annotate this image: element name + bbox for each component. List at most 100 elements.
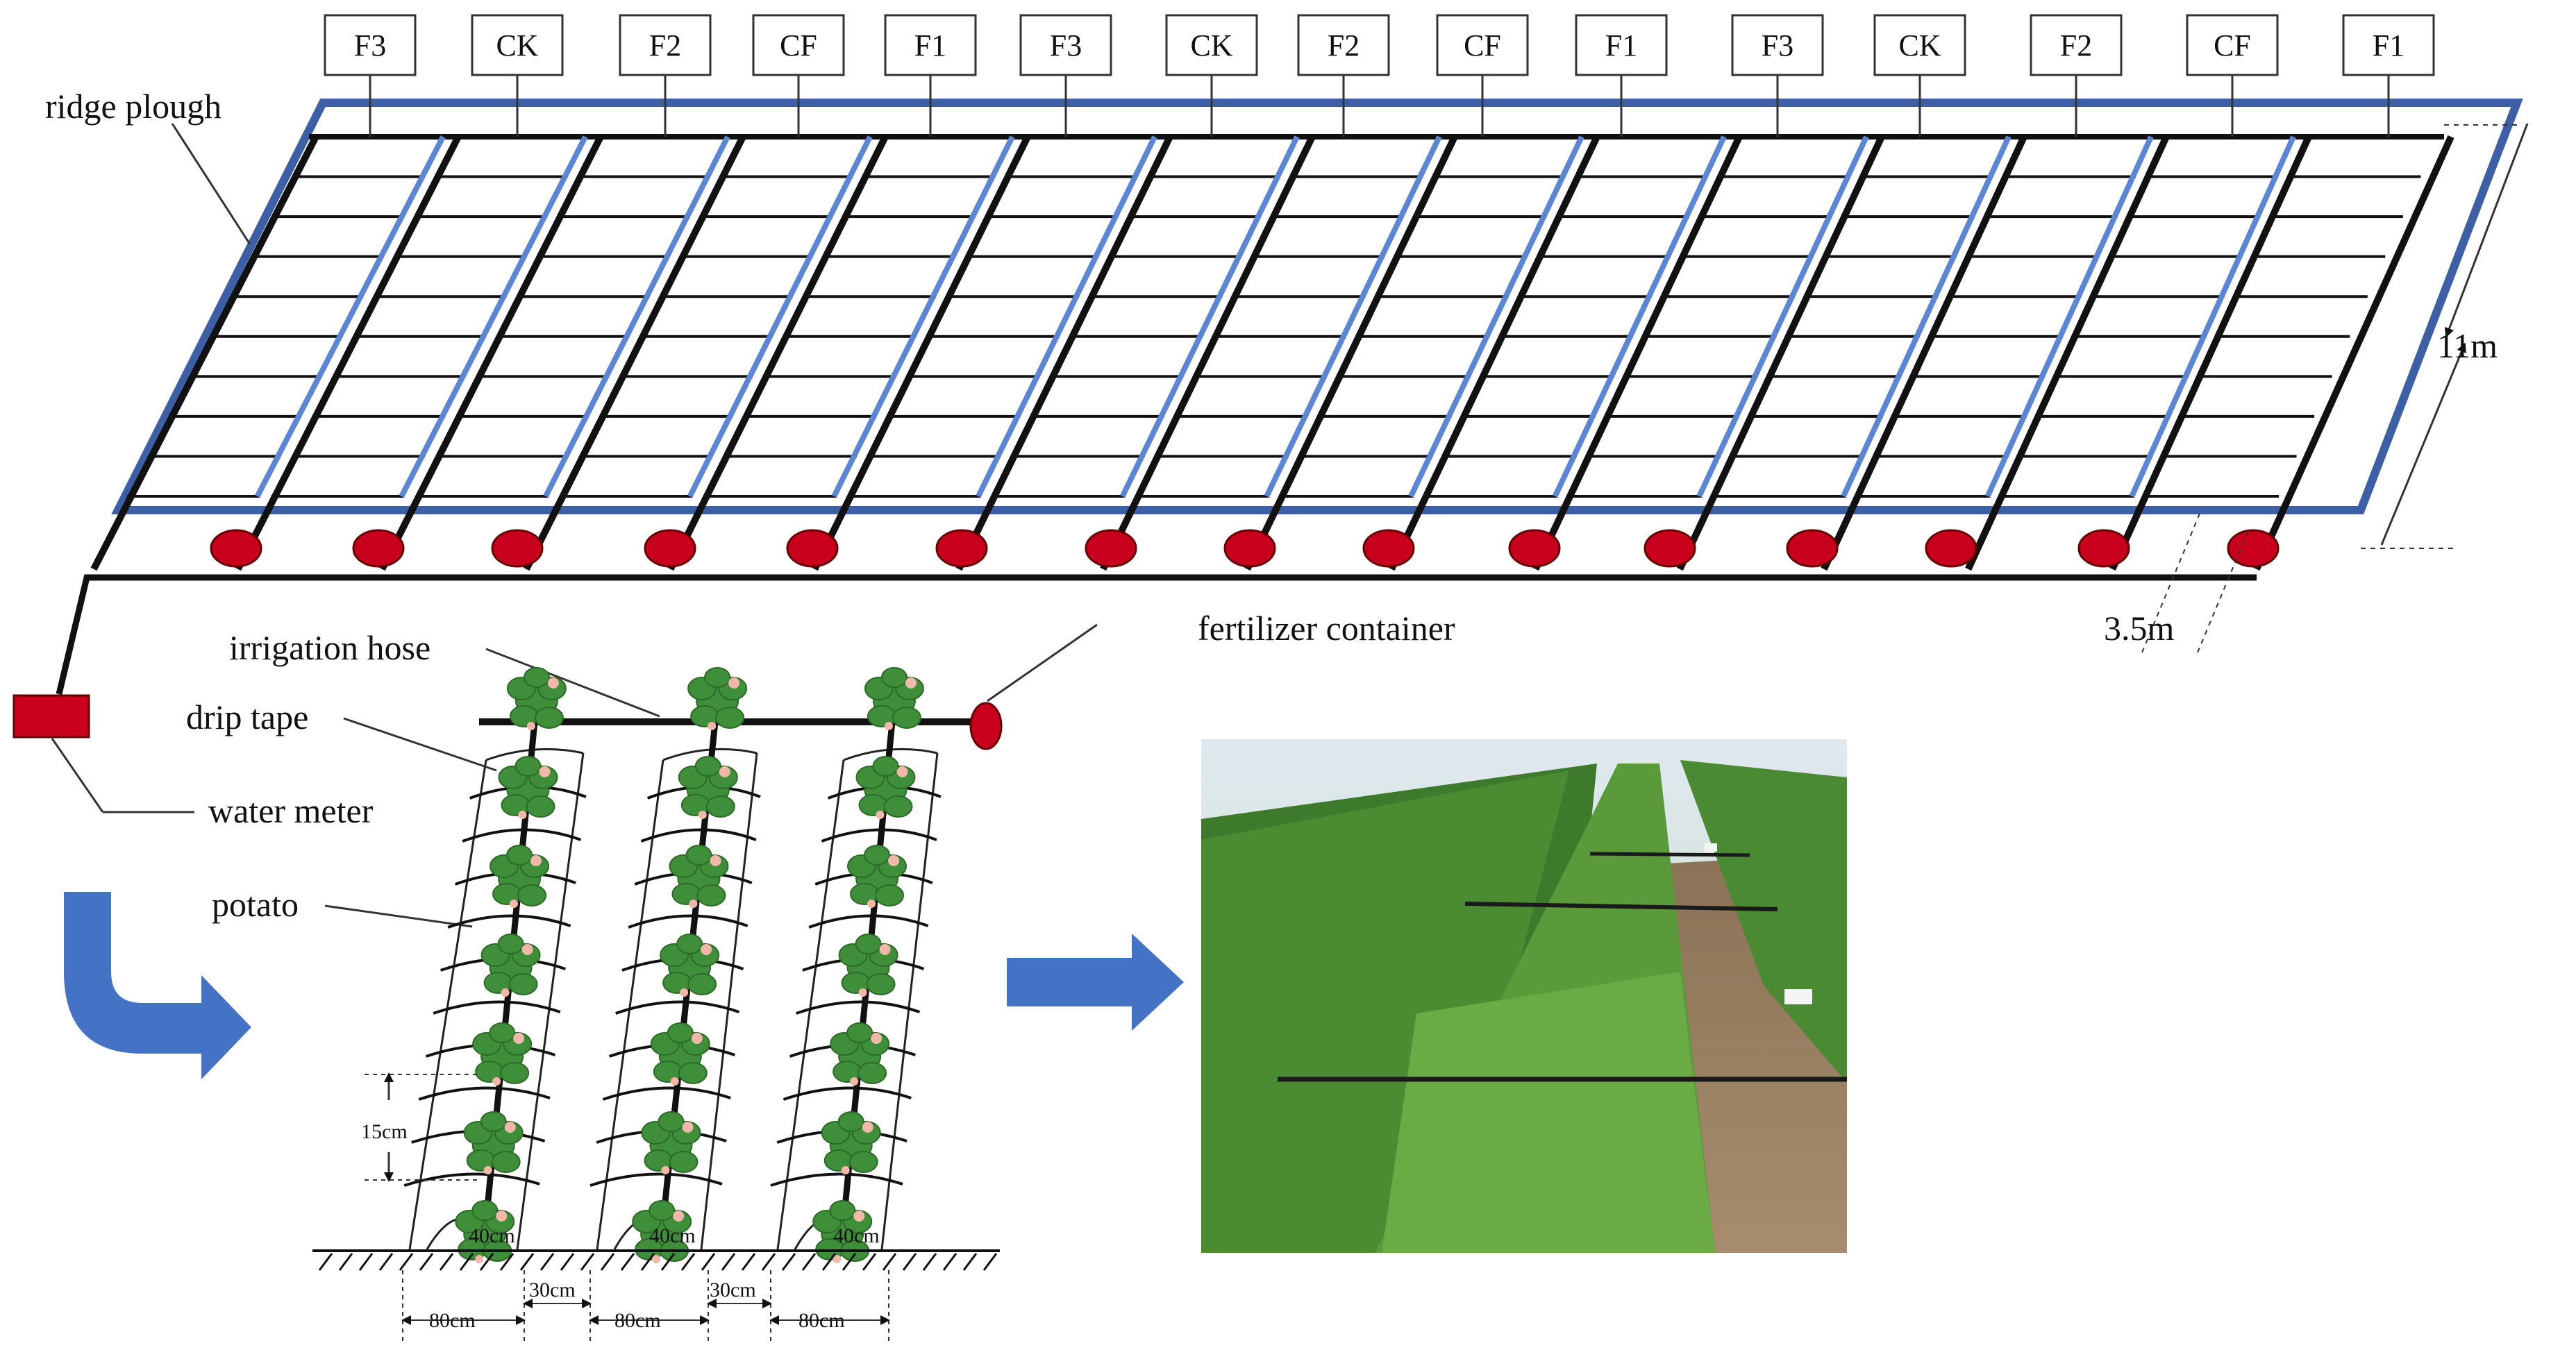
valve-icon [935,529,988,568]
treatment-box: CF [752,14,845,137]
water-meter-leader [51,738,104,813]
treatment-label: F1 [2373,28,2404,62]
ridge-line [2129,135,2296,498]
treatment-box: CK [1873,14,1966,137]
treatment-label: CF [2214,28,2251,62]
drip-line [1100,135,1316,571]
potato-plant-icon [864,667,924,730]
ridge-line [1841,135,2012,498]
drip-line [235,135,462,571]
valve-icon [786,529,839,568]
treatment-label: CK [1898,28,1941,62]
valves [210,529,2280,568]
furrow-width-label: 30cm [529,1279,576,1301]
length-dimension: 11m [2361,123,2529,549]
valve-icon [1786,529,1839,568]
valve-icon [2227,529,2280,568]
ridge-cross-section: fertilizer container irrigation hose dri… [51,609,1455,1343]
valve-icon [2077,529,2130,568]
treatment-label: CF [780,28,817,62]
ridge-width-label: 80cm [429,1309,476,1332]
drip-line [955,135,1173,571]
potato-plant-icon [830,1022,890,1086]
ridge-line [1696,135,1869,498]
treatment-box: F1 [884,14,977,137]
potato-plant-icon [838,934,898,997]
potato-plant-icon [463,1111,524,1174]
potato-plant-icon [490,845,550,908]
potato-plant-icon [678,756,738,819]
ridge-line [543,135,730,498]
valve-icon [644,529,696,568]
treatment-label: F3 [1762,28,1793,62]
treatment-box: F1 [2342,14,2435,137]
potato-plant-icon [660,934,720,997]
drip-line [811,135,1031,571]
treatment-box: F1 [1575,14,1668,137]
ridge-line [399,135,588,498]
potato-label: potato [212,885,299,924]
ridges [403,667,942,1263]
ridge-line [1985,135,2154,498]
furrow-width-label-2: 30cm [710,1279,756,1301]
drip-line [2109,135,2312,571]
treatment-box: CF [1436,14,1529,137]
valve-icon [1508,529,1561,568]
treatment-box: CF [2186,14,2279,137]
treatment-label: F2 [2060,28,2092,62]
ridge-line [1553,135,1727,498]
potato-leader [324,904,473,928]
potato-plant-icon [641,1111,701,1174]
treatment-label: CK [496,28,538,62]
fertilizer-leader [987,623,1098,702]
potato-plant-icon [847,845,908,908]
plot-length-label: 11m [2437,326,2498,365]
ridge-top-label: 40cm [469,1224,515,1247]
ridge [589,667,761,1263]
drip-line [1532,135,1743,571]
ridge-line [1264,135,1442,498]
potato-plant-icon [821,1111,881,1174]
potato-plant-icon [687,667,748,730]
ridge-line [687,135,873,498]
treatment-box: F3 [1731,14,1824,137]
plot-width-label: 3.5m [2104,609,2175,648]
treatment-label: F2 [649,28,681,62]
drip-line [667,135,889,571]
ridge-line [976,135,1157,498]
flow-arrow-icon [64,892,251,1079]
water-meter-icon [12,694,90,739]
bottom-dimensions: 40cm 40cm 40cm 80cm 80cm 80cm 30cm 30cm [401,1224,890,1343]
ridge-line [255,135,446,498]
ridge-width-label-2: 80cm [614,1309,661,1332]
field-photo [1201,739,1847,1253]
treatment-box: F3 [1019,14,1112,137]
drip-line [2253,135,2454,571]
treatment-box: F3 [324,14,417,137]
fertilizer-container-label: fertilizer container [1198,609,1455,648]
plot-strips [90,135,2454,571]
drip-line [1676,135,1885,571]
potato-plant-icon [498,756,558,819]
treatment-label: F3 [354,28,386,62]
valve-icon [1362,529,1415,568]
treatment-box: CK [1165,14,1258,137]
treatment-label: F1 [1605,28,1637,62]
treatment-box: F2 [1297,14,1390,137]
potato-plant-icon [669,845,729,908]
treatment-label: CF [1464,28,1501,62]
valve-icon [210,529,262,568]
treatment-label: F2 [1328,28,1360,62]
irrigation-hose-leader [485,648,660,718]
drip-line [90,135,319,571]
treatment-label: F3 [1050,28,1082,62]
valve-icon [1085,529,1137,568]
plant-spacing-label: 15cm [361,1120,408,1143]
fertilizer-container-icon [969,702,1003,750]
water-meter-label: water meter [208,791,374,830]
potato-plant-icon [650,1022,710,1086]
treatment-box: F2 [2030,14,2123,137]
drip-tape-leader [343,717,497,772]
ridge-line [831,135,1015,498]
